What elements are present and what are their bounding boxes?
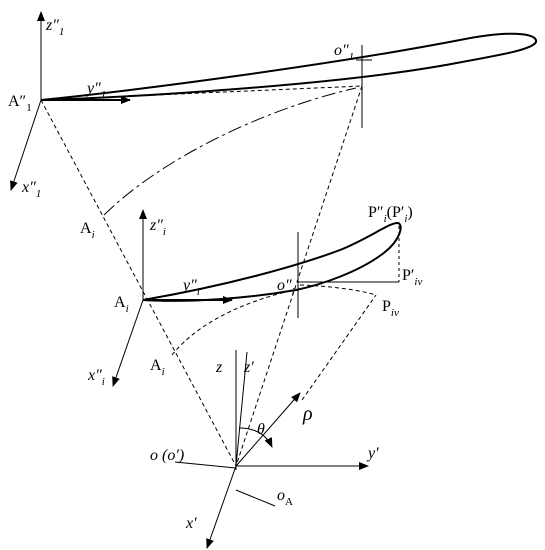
theta-label: θ: [257, 421, 265, 438]
xp-label: x′: [185, 515, 197, 532]
o-prime-label: (o′): [162, 447, 184, 464]
Ai-label: Ai: [114, 294, 129, 315]
o-label: o: [150, 447, 158, 464]
oA-leader: [235, 489, 276, 507]
rho-extension: [301, 294, 377, 401]
yp-label: y′: [366, 445, 379, 462]
zi-label: z″i: [149, 217, 166, 238]
yi-label: y″i: [181, 277, 200, 298]
xi-axis: [112, 299, 144, 387]
zp-label: z′: [243, 359, 254, 376]
o1-label: o″1: [334, 42, 354, 63]
arc-a1-o1: [103, 87, 357, 216]
x1-label: x″1: [21, 179, 41, 200]
oA-label: oA: [277, 487, 293, 508]
y1-label: y″1: [85, 80, 106, 101]
xp-axis: [206, 465, 237, 549]
arc-ai-oi: [171, 289, 295, 356]
xi-label: x″i: [87, 367, 105, 388]
A1-label: A″1: [8, 93, 32, 114]
arc-oi-piv: [299, 284, 377, 296]
theta-arc: [238, 427, 273, 448]
Ai-upper-label: Ai: [80, 220, 95, 241]
z1-label: z″1: [45, 17, 64, 38]
Ai-lower-label: Ai: [150, 357, 165, 378]
construction-line-a1-origin: [40, 99, 237, 467]
rho-label: ρ: [302, 403, 313, 425]
x1-axis: [10, 99, 42, 191]
oi-label: o″i: [277, 277, 295, 298]
Pi-label: P″i(P′i): [368, 204, 413, 225]
Piv-prime-label: P′iv: [402, 267, 422, 288]
rho-vector: [235, 392, 301, 467]
zp-axis: [235, 351, 248, 467]
construction-line-o1-origin: [235, 85, 363, 467]
middle-blade-profile: [142, 222, 402, 302]
Piv-label: Piv: [382, 298, 399, 319]
z-label: z: [215, 359, 223, 376]
o-leader: [174, 461, 237, 469]
upper-blade-profile: [40, 32, 537, 101]
construction-line-a1-o1: [40, 85, 363, 101]
